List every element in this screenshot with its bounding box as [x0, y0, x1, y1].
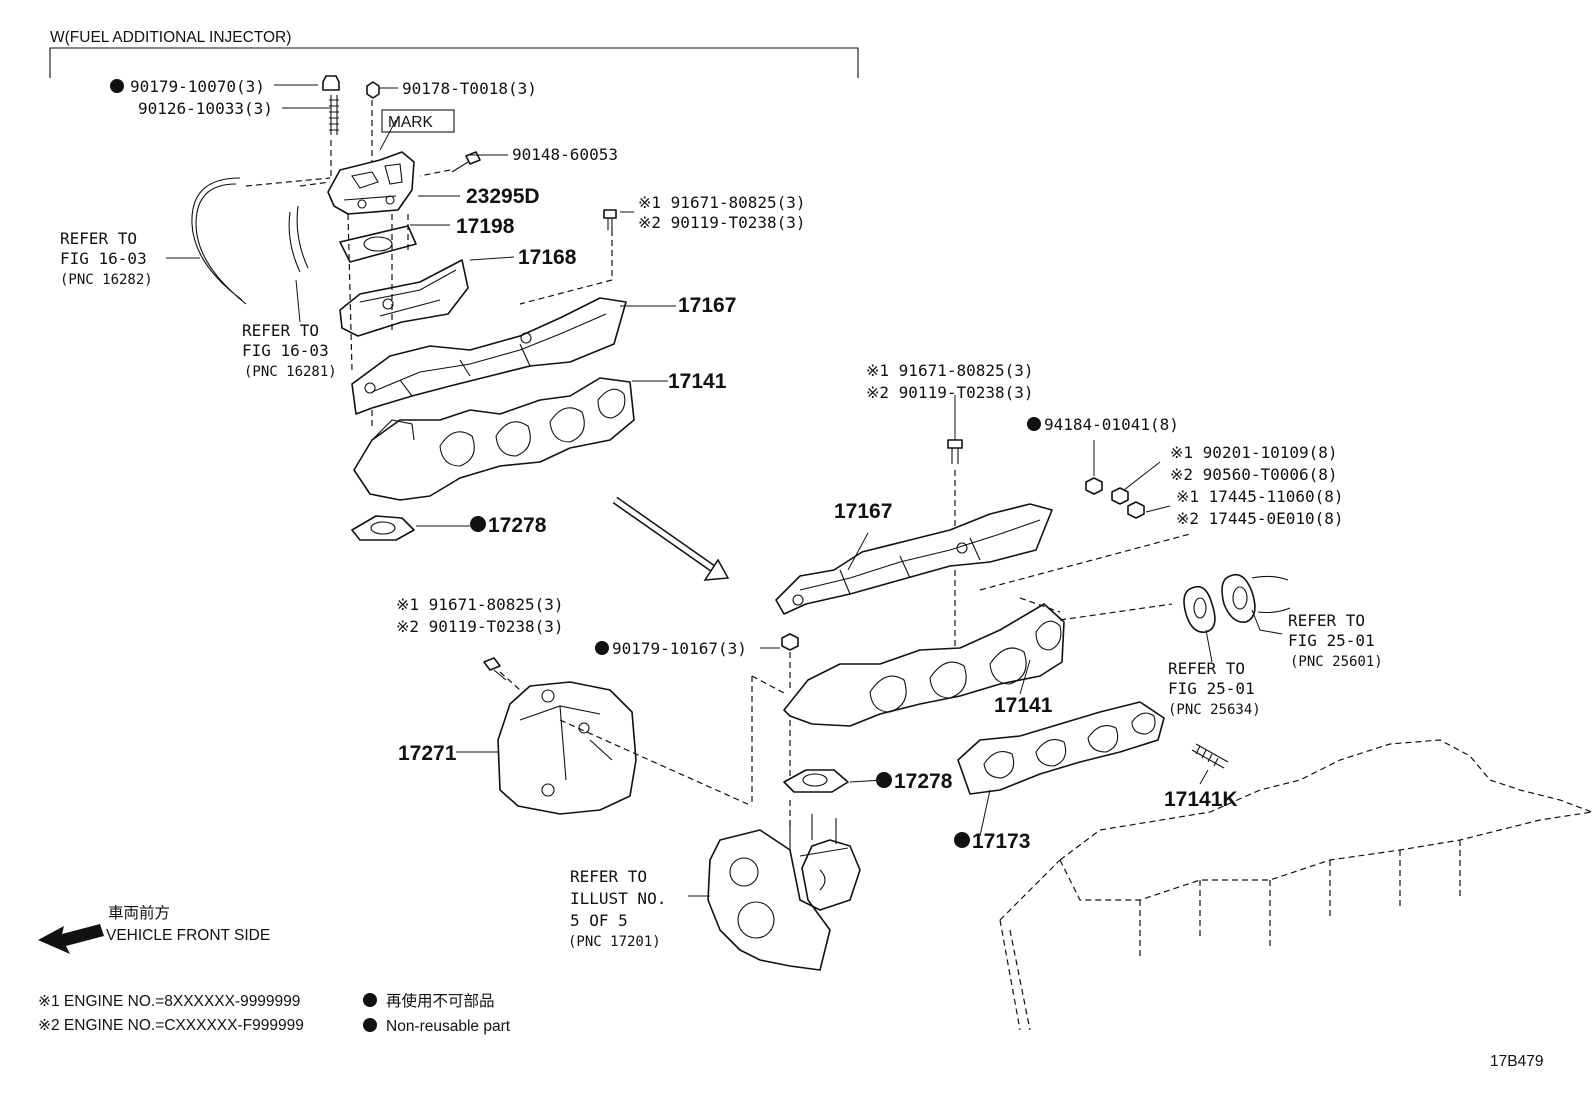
- label-refer-2-b: FIG 16-03: [242, 341, 329, 360]
- gasket-25601-icon: [1221, 573, 1291, 623]
- assembly-direction-arrow-icon: [612, 496, 730, 581]
- label-refer-2-a: REFER TO: [242, 321, 319, 340]
- label-refer-1-a: REFER TO: [60, 229, 137, 248]
- label-refer-3-c: (PNC 25601): [1290, 654, 1383, 670]
- label-refer-3-b: FIG 25-01: [1288, 631, 1375, 650]
- legend-non-reusable-en: Non-reusable part: [386, 1018, 511, 1035]
- label-17278-top: 17278: [488, 514, 547, 537]
- label-refer-2-c: (PNC 16281): [244, 364, 337, 380]
- gasket-17173-icon: [957, 701, 1165, 795]
- label-bolt-a-1: ※1 91671-80825(3): [638, 193, 806, 212]
- label-refer-4-c: (PNC 25634): [1168, 702, 1261, 718]
- nut-90179-10167-icon: [781, 633, 799, 651]
- non-reusable-dot-icon: [363, 993, 377, 1007]
- label-nut-b-2: ※2 17445-0E010(8): [1176, 509, 1344, 528]
- gasket-25634-icon: [1183, 585, 1216, 633]
- label-bolt-b-1: ※1 91671-80825(3): [866, 361, 1034, 380]
- label-17167-top: 17167: [678, 294, 736, 317]
- non-reusable-dot-icon: [954, 832, 970, 848]
- label-17278-mid: 17278: [894, 770, 953, 793]
- exhaust-manifold-17141-mid-icon: [783, 603, 1065, 727]
- label-refer-3-a: REFER TO: [1288, 611, 1365, 630]
- label-90126-10033: 90126-10033(3): [138, 99, 273, 118]
- label-17198: 17198: [456, 215, 515, 238]
- label-94184-01041: 94184-01041(8): [1044, 415, 1179, 434]
- gasket-17278-top-icon: [351, 515, 415, 541]
- heat-insulator-17167-mid-icon: [775, 503, 1053, 615]
- stud-17141K-icon: [1191, 743, 1229, 769]
- label-bolt-a-2: ※2 90119-T0238(3): [638, 213, 806, 232]
- label-refer-5-c: 5 OF 5: [570, 911, 628, 930]
- legend: ※1 ENGINE NO.=8XXXXXX-9999999 ※2 ENGINE …: [38, 992, 511, 1035]
- non-reusable-dot-icon: [1027, 417, 1041, 431]
- label-17271: 17271: [398, 742, 457, 765]
- label-23295D: 23295D: [466, 185, 540, 208]
- insulator-17168-icon: [339, 259, 469, 337]
- nut-90178-T0018-icon: [366, 81, 380, 99]
- non-reusable-dot-icon: [110, 79, 124, 93]
- label-nut-1: ※1 90201-10109(8): [1170, 443, 1338, 462]
- label-17141-mid: 17141: [994, 694, 1053, 717]
- label-17141-top: 17141: [668, 370, 727, 393]
- heat-insulator-17271-icon: [497, 681, 637, 815]
- non-reusable-dot-icon: [363, 1018, 377, 1032]
- nut-94184-icon: [1085, 477, 1103, 495]
- hose-16281-icon: [288, 205, 309, 273]
- label-bolt-b-2: ※2 90119-T0238(3): [866, 383, 1034, 402]
- front-jp: 車両前方: [108, 904, 170, 922]
- label-refer-5-b: ILLUST NO.: [570, 889, 666, 908]
- label-17141K: 17141K: [1164, 788, 1238, 811]
- legend-non-reusable-jp: 再使用不可部品: [386, 992, 495, 1010]
- hose-16282-icon: [191, 177, 247, 305]
- label-90178-T0018: 90178-T0018(3): [402, 79, 537, 98]
- label-90179-10167: 90179-10167(3): [612, 639, 747, 658]
- gasket-17198-icon: [339, 225, 417, 263]
- figure-id: 17B479: [1490, 1053, 1543, 1070]
- turbocharger-icon: [707, 814, 861, 971]
- labels: 90179-10070(3) 90126-10033(3) 90178-T001…: [60, 77, 1383, 950]
- label-bolt-c-2: ※2 90119-T0238(3): [396, 617, 564, 636]
- injector-23295D-icon: [327, 151, 415, 215]
- label-90148-60053: 90148-60053: [512, 145, 618, 164]
- variant-bracket: [49, 47, 859, 78]
- label-nut-2: ※2 90560-T0006(8): [1170, 465, 1338, 484]
- nut-90179-10070-icon: [322, 75, 340, 135]
- bolt-17271-icon: [483, 657, 507, 681]
- label-90179-10070: 90179-10070(3): [130, 77, 265, 96]
- non-reusable-dot-icon: [876, 772, 892, 788]
- label-17167-mid: 17167: [834, 500, 892, 523]
- mark-box: [381, 109, 455, 133]
- non-reusable-dot-icon: [470, 516, 486, 532]
- variant-label: W(FUEL ADDITIONAL INJECTOR): [50, 29, 291, 46]
- exhaust-manifold-17141-top-icon: [353, 377, 635, 501]
- label-17168: 17168: [518, 246, 577, 269]
- label-refer-5-a: REFER TO: [570, 867, 647, 886]
- label-refer-1-c: (PNC 16282): [60, 272, 153, 288]
- heat-insulator-17167-top-icon: [351, 297, 627, 415]
- nut-90201-icon: [1111, 487, 1129, 505]
- bolt-mid-icon: [947, 439, 963, 464]
- legend-note1: ※1 ENGINE NO.=8XXXXXX-9999999: [38, 993, 300, 1010]
- label-mark: MARK: [388, 114, 433, 131]
- legend-note2: ※2 ENGINE NO.=CXXXXXX-F999999: [38, 1017, 304, 1034]
- gasket-17278-mid-icon: [783, 769, 849, 793]
- label-refer-4-a: REFER TO: [1168, 659, 1245, 678]
- label-17173: 17173: [972, 830, 1030, 853]
- label-bolt-c-1: ※1 91671-80825(3): [396, 595, 564, 614]
- nut-17445-icon: [1127, 501, 1145, 519]
- label-refer-1-b: FIG 16-03: [60, 249, 147, 268]
- front-en: VEHICLE FRONT SIDE: [106, 927, 270, 944]
- label-nut-b-1: ※1 17445-11060(8): [1176, 487, 1344, 506]
- bolt-top-icon: [603, 209, 617, 230]
- label-refer-5-d: (PNC 17201): [568, 934, 661, 950]
- label-refer-4-b: FIG 25-01: [1168, 679, 1255, 698]
- vehicle-front-arrow-icon: [38, 924, 104, 954]
- non-reusable-dot-icon: [595, 641, 609, 655]
